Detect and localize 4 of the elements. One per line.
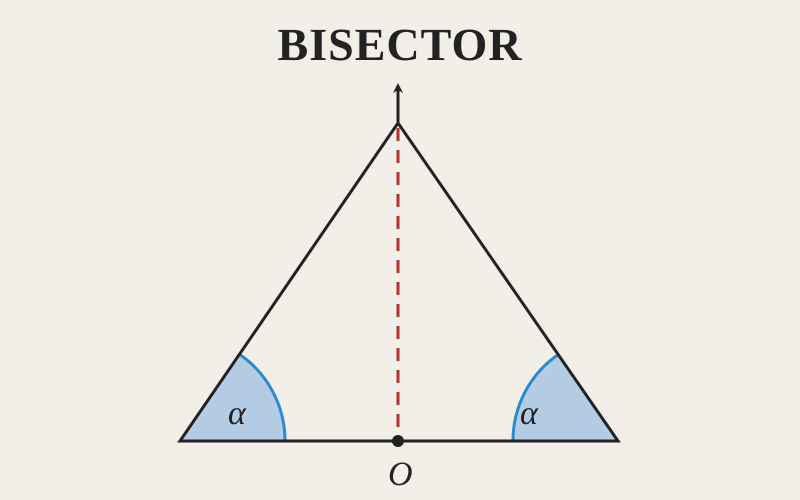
angle-label: α [228,397,246,431]
angle-label: α [520,397,538,431]
title: BISECTOR [276,22,524,68]
point-label: O [388,458,413,492]
